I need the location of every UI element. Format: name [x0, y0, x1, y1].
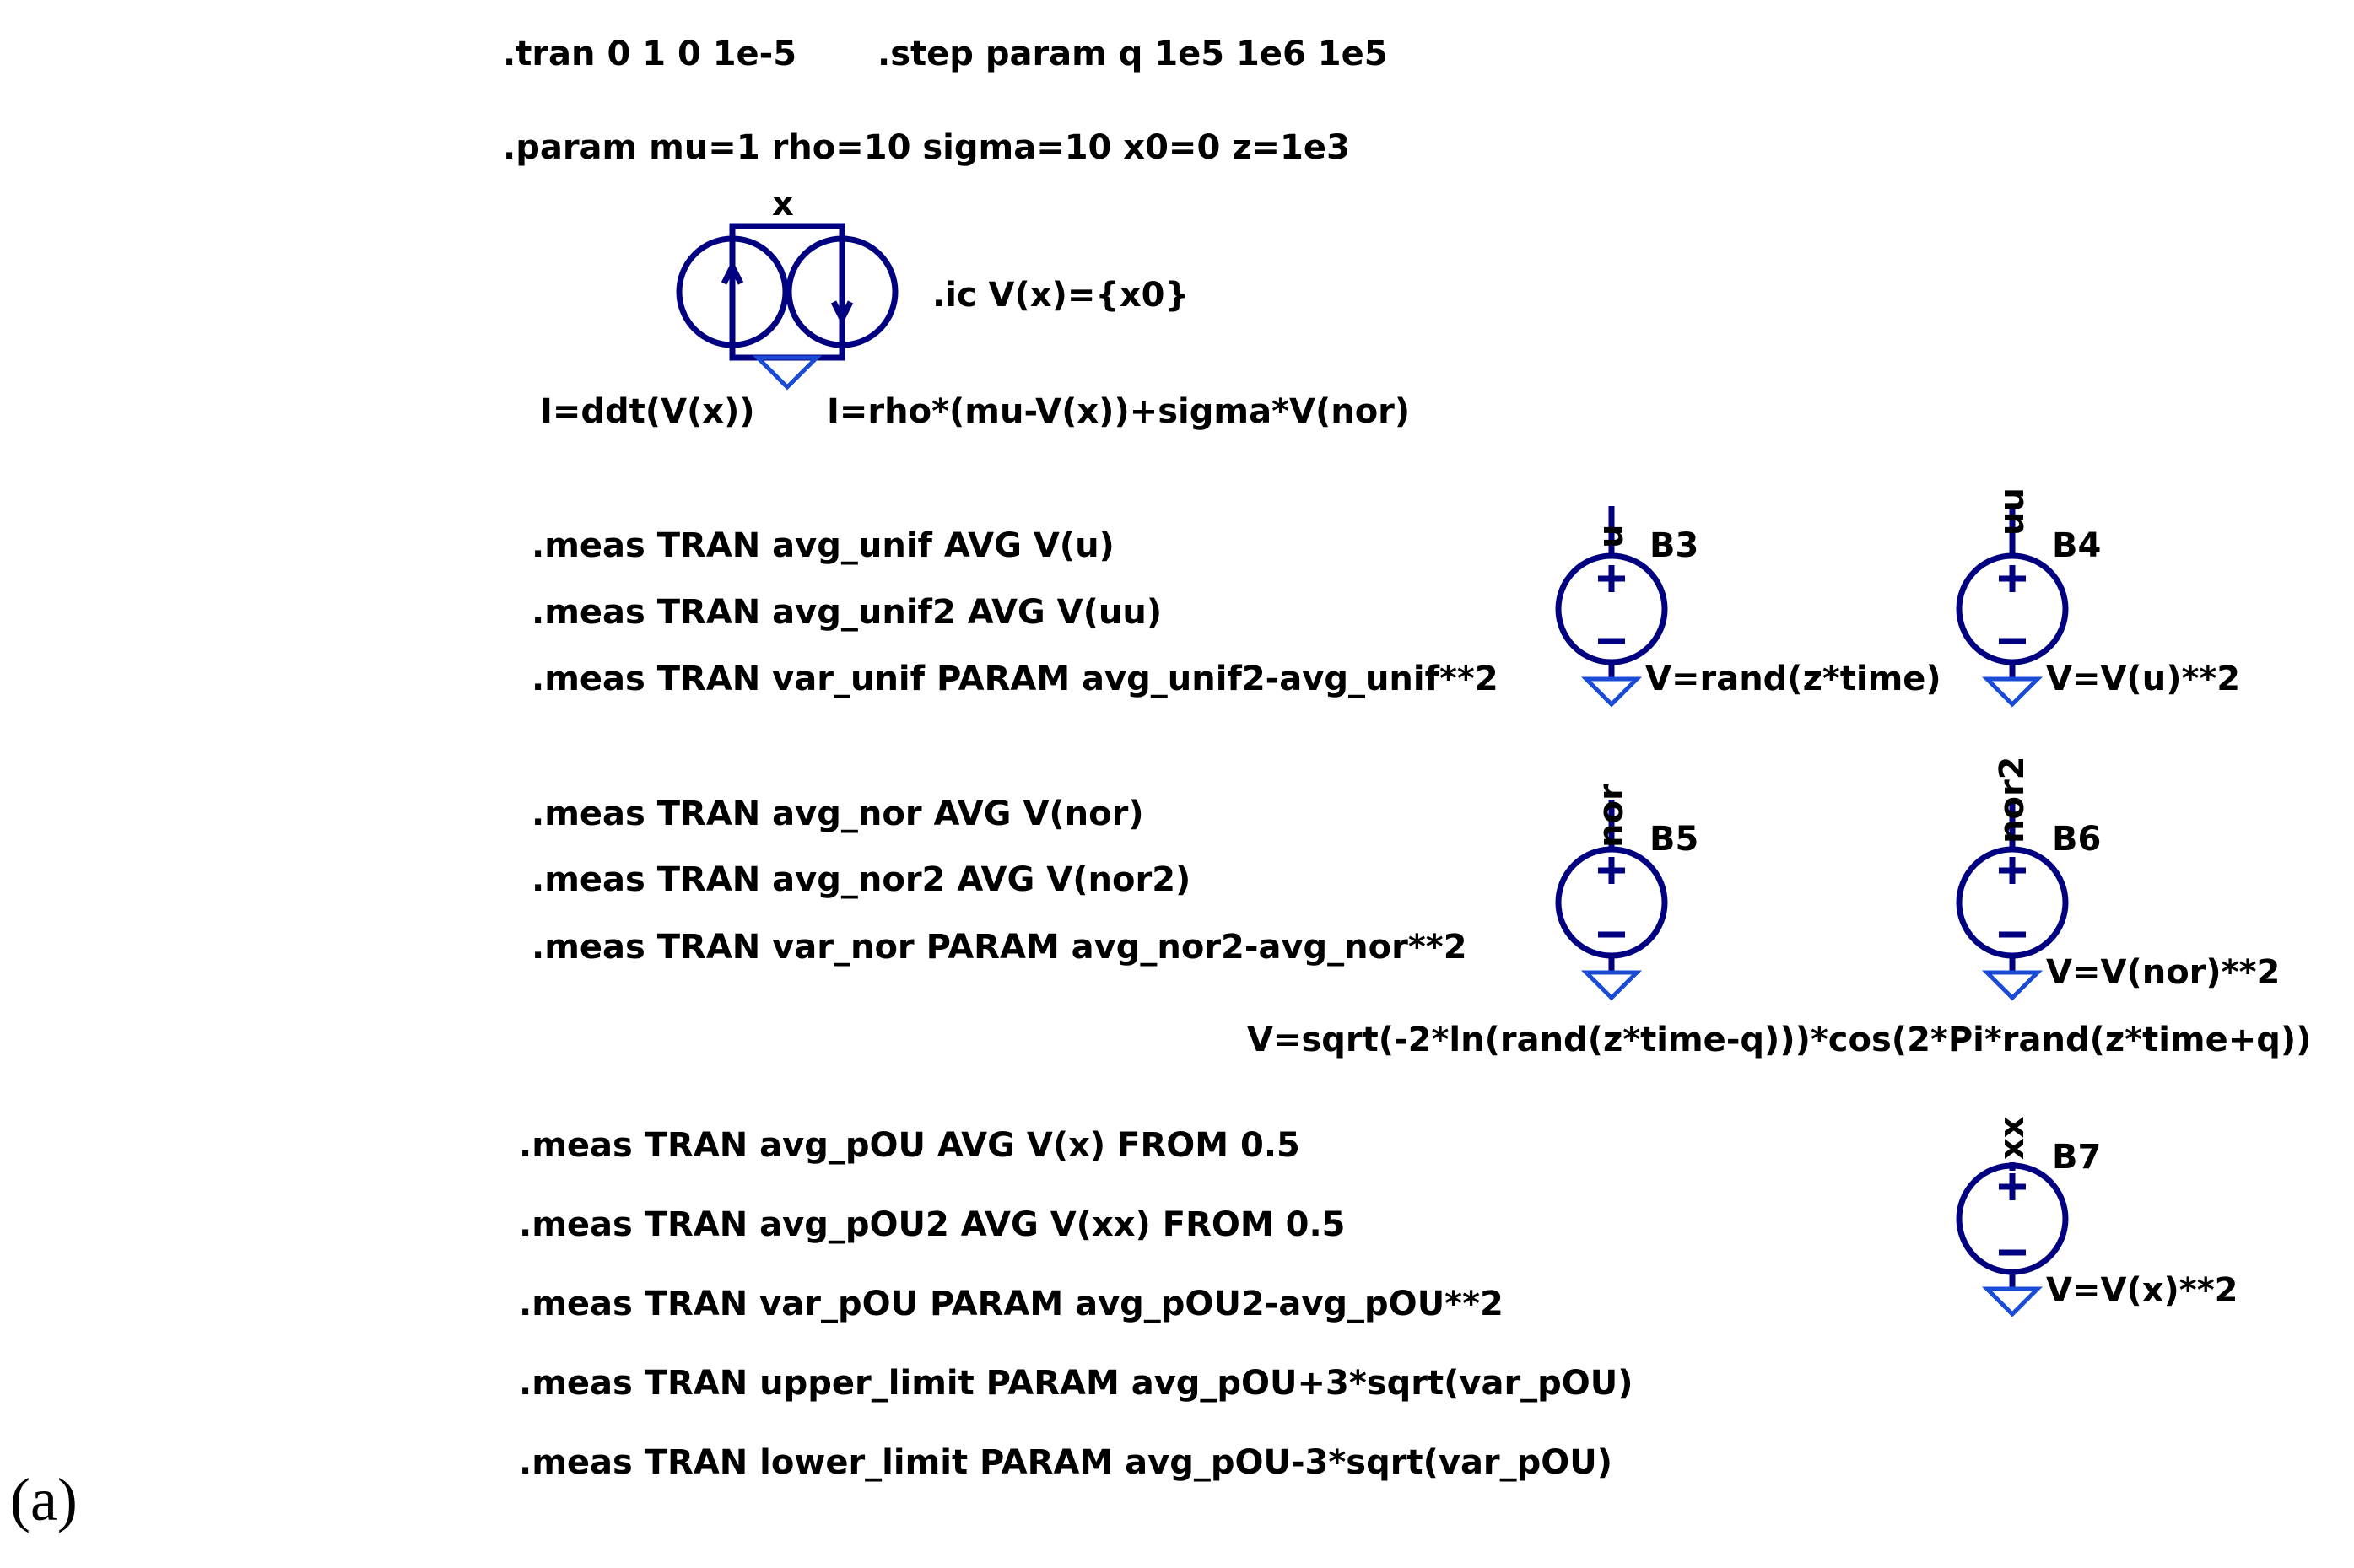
- left-current-expr: I=ddt(V(x)): [540, 392, 755, 431]
- x-node-wire-top: [729, 223, 845, 278]
- plus-icon: [1598, 857, 1625, 884]
- meas-line: .meas TRAN avg_nor AVG V(nor): [532, 795, 1144, 833]
- source-b6: [1956, 800, 2069, 1001]
- gnd-wire-bottom: [729, 305, 845, 361]
- ic-directive: .ic V(x)={x0}: [932, 276, 1189, 315]
- source-b5: [1555, 800, 1668, 1001]
- b7-name: B7: [2052, 1138, 2102, 1177]
- plus-icon: [1598, 565, 1625, 592]
- b6-node-label: nor2: [1993, 756, 2032, 843]
- step-directive: .step param q 1e5 1e6 1e5: [877, 35, 1388, 73]
- b7-expr: V=V(x)**2: [2046, 1271, 2238, 1310]
- source-b4: [1956, 506, 2069, 708]
- right-current-expr: I=rho*(mu-V(x))+sigma*V(nor): [827, 392, 1411, 431]
- b7-node-label: xx: [1993, 1116, 2032, 1160]
- b5-name: B5: [1649, 820, 1699, 859]
- meas-line: .meas TRAN var_unif PARAM avg_unif2-avg_…: [532, 660, 1498, 698]
- ground-icon: [1981, 970, 2044, 1001]
- meas-line: .meas TRAN avg_unif2 AVG V(uu): [532, 593, 1163, 632]
- plus-icon: [1999, 565, 2026, 592]
- b3-node-label: u: [1592, 524, 1631, 548]
- b3-expr: V=rand(z*time): [1645, 660, 1941, 698]
- b5-expr: V=sqrt(-2*ln(rand(z*time-q)))*cos(2*Pi*r…: [1247, 1021, 2312, 1059]
- b3-name: B3: [1649, 526, 1699, 565]
- tran-directive: .tran 0 1 0 1e-5: [503, 35, 797, 73]
- meas-line: .meas TRAN avg_unif AVG V(u): [532, 526, 1115, 565]
- plus-icon: [1999, 857, 2026, 884]
- b6-expr: V=V(nor)**2: [2046, 953, 2281, 992]
- meas-line: .meas TRAN var_nor PARAM avg_nor2-avg_no…: [532, 928, 1467, 967]
- panel-label: (a): [10, 1466, 78, 1533]
- b4-expr: V=V(u)**2: [2046, 660, 2241, 698]
- ground-icon: [1981, 1286, 2044, 1317]
- b6-name: B6: [2052, 820, 2102, 859]
- ground-icon: [1580, 676, 1643, 708]
- x-node-label: x: [772, 185, 794, 224]
- source-b3: [1555, 506, 1668, 708]
- b5-node-label: nor: [1592, 784, 1631, 848]
- b4-node-label: uu: [1993, 488, 2032, 536]
- meas-line: .meas TRAN var_pOU PARAM avg_pOU2-avg_pO…: [519, 1285, 1504, 1323]
- meas-line: .meas TRAN upper_limit PARAM avg_pOU+3*s…: [519, 1364, 1633, 1403]
- meas-line: .meas TRAN avg_nor2 AVG V(nor2): [532, 860, 1191, 899]
- param-directive: .param mu=1 rho=10 sigma=10 x0=0 z=1e3: [503, 128, 1350, 167]
- ground-icon: [1580, 970, 1643, 1001]
- plus-icon: [1999, 1173, 2026, 1200]
- meas-line: .meas TRAN avg_pOU2 AVG V(xx) FROM 0.5: [519, 1205, 1346, 1244]
- ground-icon: [752, 355, 823, 391]
- b4-name: B4: [2052, 526, 2102, 565]
- ground-icon: [1981, 676, 2044, 708]
- source-b7: [1956, 1162, 2069, 1317]
- current-source-pair: [676, 223, 899, 391]
- meas-line: .meas TRAN lower_limit PARAM avg_pOU-3*s…: [519, 1443, 1613, 1482]
- meas-line: .meas TRAN avg_pOU AVG V(x) FROM 0.5: [519, 1126, 1300, 1165]
